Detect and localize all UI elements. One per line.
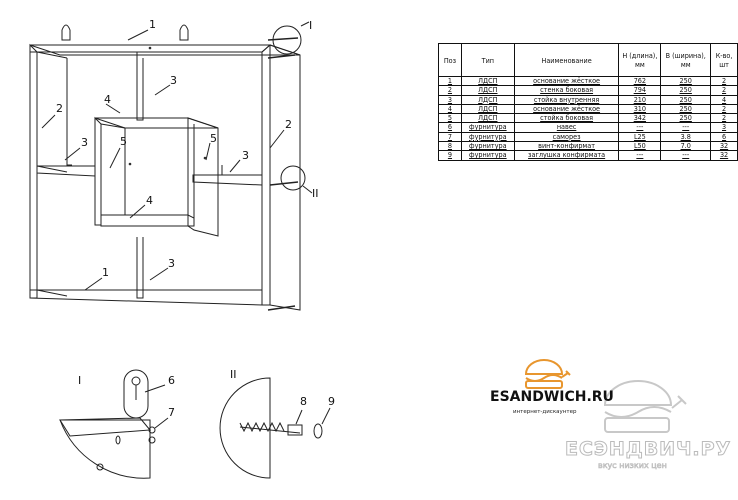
callout-5-right: 5 [210, 132, 217, 145]
cell-width: --- [660, 122, 712, 133]
callout-7: 7 [168, 406, 175, 419]
callout-2-left: 2 [56, 102, 63, 115]
callout-9: 9 [328, 395, 335, 408]
cell-pos: 2 [438, 85, 462, 96]
cell-name: навес [513, 122, 620, 133]
callout-8: 8 [300, 395, 307, 408]
detail-2-title: II [230, 368, 237, 381]
header-name: Наименование [513, 43, 620, 77]
hanger-icon [61, 24, 71, 41]
detail-1-title: I [78, 374, 81, 387]
header-qty: К-во, шт [710, 43, 738, 77]
watermark-burger-icon [603, 380, 687, 433]
logo-tagline: интернет-дискаунтер [513, 409, 577, 415]
watermark-brand-name: ЕСЭНДВИЧ.РУ [564, 438, 732, 461]
cell-width: 250 [660, 94, 712, 105]
cell-pos: 9 [438, 150, 462, 161]
callout-4-bottom: 4 [146, 194, 153, 207]
callout-1-top: 1 [149, 18, 156, 31]
burger-logo-icon [524, 359, 571, 389]
top-base-panel [29, 44, 301, 56]
callout-1-bottom: 1 [102, 266, 109, 279]
specification-table: Поз Тип Наименование H (длина), мм B (ши… [438, 43, 738, 161]
header-length: H (длина), мм [618, 43, 662, 77]
header-type: Тип [460, 43, 515, 77]
callout-3-top: 3 [170, 74, 177, 87]
cell-qty: 3 [710, 122, 738, 133]
callout-4-top: 4 [104, 93, 111, 106]
cell-length: --- [618, 122, 662, 133]
callout-5-left: 5 [120, 135, 127, 148]
table-header-row: Поз Тип Наименование H (длина), мм B (ши… [438, 43, 738, 77]
cell-type: ЛДСП [460, 94, 515, 105]
cell-pos: 3 [438, 94, 462, 105]
detail-1-drawing [59, 369, 169, 479]
logo-brand-name: ESANDWICH.RU [490, 389, 614, 405]
cell-name: заглушка конфирмата [513, 150, 620, 161]
callout-3-bottom: 3 [168, 257, 175, 270]
shelf-assembly [29, 21, 331, 479]
callout-2-right: 2 [285, 118, 292, 131]
cell-qty: 32 [710, 150, 738, 161]
detail-2-drawing [219, 377, 331, 479]
callout-3-left: 3 [81, 136, 88, 149]
cell-length: --- [618, 150, 662, 161]
cell-name: стенка боковая [513, 85, 620, 96]
callout-detail-II: II [312, 187, 319, 200]
cell-name: стойка внутренняя [513, 94, 620, 105]
watermark-tagline: вкус низких цен [598, 461, 667, 471]
callout-3-right: 3 [242, 149, 249, 162]
cell-type: ЛДСП [460, 85, 515, 96]
cell-type: фурнитура [460, 150, 515, 161]
cell-length: 210 [618, 94, 662, 105]
cell-pos: 6 [438, 122, 462, 133]
callout-detail-I: I [309, 19, 312, 32]
cell-length: 794 [618, 85, 662, 96]
cell-qty: 2 [710, 85, 738, 96]
header-width: B (ширина), мм [660, 43, 712, 77]
cell-width: 250 [660, 85, 712, 96]
cell-type: фурнитура [460, 122, 515, 133]
cell-qty: 4 [710, 94, 738, 105]
callout-6: 6 [168, 374, 175, 387]
header-pos: Поз [438, 43, 462, 77]
cell-width: --- [660, 150, 712, 161]
